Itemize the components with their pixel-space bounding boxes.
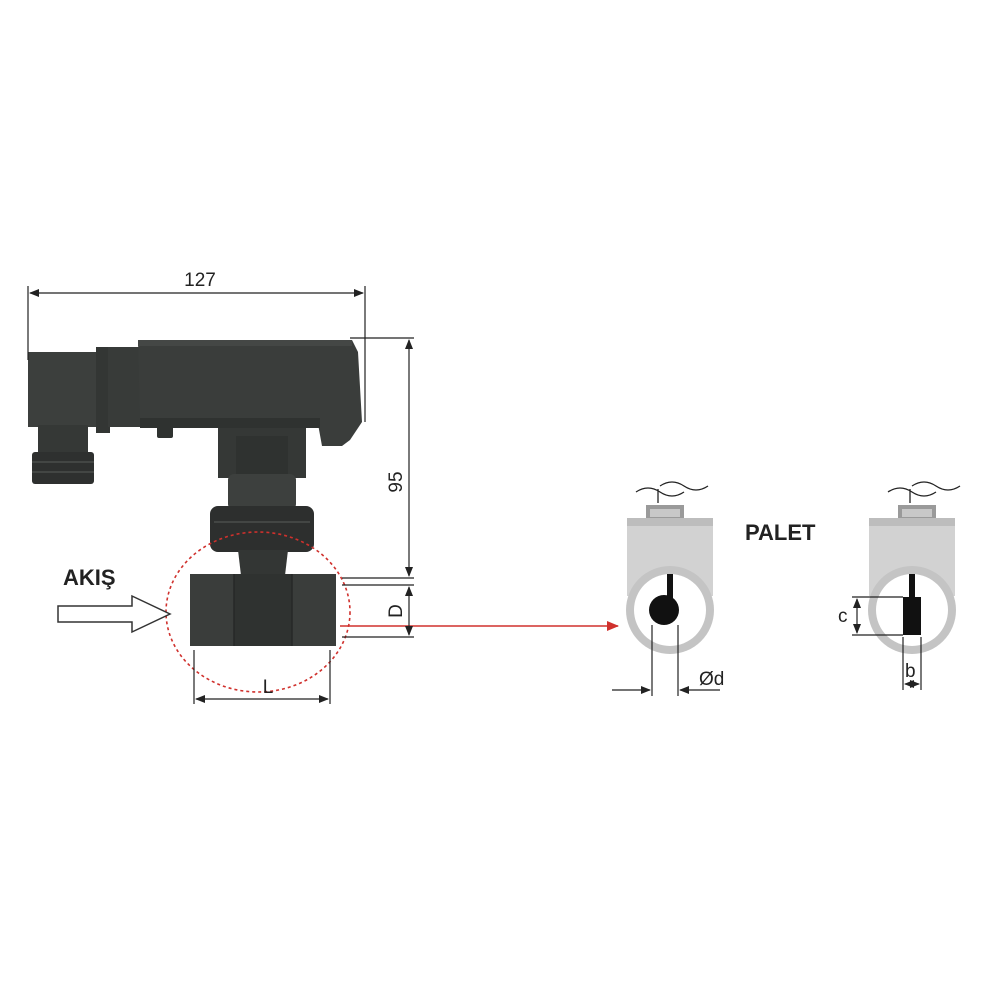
switch-assembly bbox=[28, 340, 362, 646]
dimension-width bbox=[27, 286, 366, 422]
rect-c-label: c bbox=[838, 606, 848, 627]
flow-label: AKIŞ bbox=[63, 565, 116, 590]
round-paddle bbox=[649, 595, 679, 625]
dimension-pipe-len-label: L bbox=[263, 677, 274, 698]
stem-nut bbox=[210, 506, 314, 552]
dimension-pipe-dia-label: D bbox=[386, 604, 407, 618]
dimension-height-label: 95 bbox=[386, 471, 407, 492]
cable-gland-nut bbox=[32, 452, 94, 484]
rect-paddle bbox=[903, 597, 921, 635]
rect-paddle-detail bbox=[852, 481, 961, 690]
dimension-width-label: 127 bbox=[184, 270, 216, 291]
housing-bottom-lip bbox=[140, 418, 320, 428]
housing-lid-line bbox=[138, 340, 352, 346]
round-paddle-detail bbox=[612, 481, 720, 696]
connector-neck bbox=[108, 347, 140, 427]
paddle-label: PALET bbox=[745, 520, 816, 545]
round-dia-label: Ød bbox=[699, 669, 724, 690]
housing-bolt bbox=[157, 424, 173, 438]
pipe-tee-center bbox=[234, 574, 292, 646]
dimension-pipe-dia bbox=[342, 584, 414, 638]
stem-collar bbox=[228, 474, 296, 510]
dimension-pipe-len bbox=[193, 650, 331, 704]
cable-gland-top bbox=[38, 425, 88, 455]
flow-arrow bbox=[57, 594, 172, 634]
rect-b-label: b bbox=[905, 661, 916, 682]
connector-plate bbox=[96, 347, 110, 433]
dimension-height bbox=[342, 337, 414, 579]
connector-box bbox=[28, 352, 98, 427]
